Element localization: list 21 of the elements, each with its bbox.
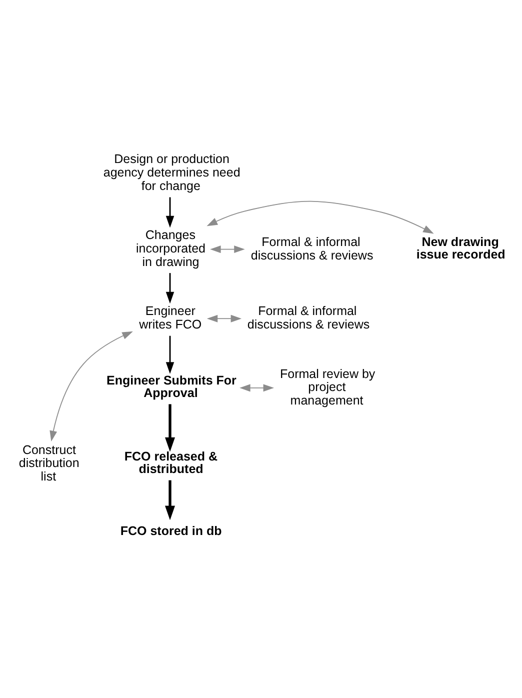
arrow [206, 200, 434, 234]
node-text: FCO released & distributed [124, 450, 218, 476]
node-text: Construct distribution list [18, 442, 80, 484]
arrow [206, 314, 242, 322]
arrow [166, 197, 174, 228]
arrow [164, 480, 176, 520]
node-text: Design or production agency determines need for change [103, 152, 240, 193]
node-text: New drawing issue recorded [416, 234, 506, 262]
arrow [210, 246, 245, 254]
arrow [50, 331, 133, 442]
arrow [240, 384, 274, 392]
arrow [166, 336, 174, 374]
node-text: Changes incorporated in drawing [136, 228, 206, 270]
node-text: Engineer Submits For Approval [106, 374, 236, 400]
node-text: Formal & informal discussions & reviews [247, 304, 370, 332]
arrow [164, 404, 176, 452]
node-text: Formal & informal discussions & reviews [250, 234, 374, 262]
arrow [166, 273, 174, 304]
node-text: Engineer writes FCO [139, 304, 202, 332]
node-text: Formal review by project management [280, 366, 376, 408]
node-text: FCO stored in db [120, 524, 222, 538]
